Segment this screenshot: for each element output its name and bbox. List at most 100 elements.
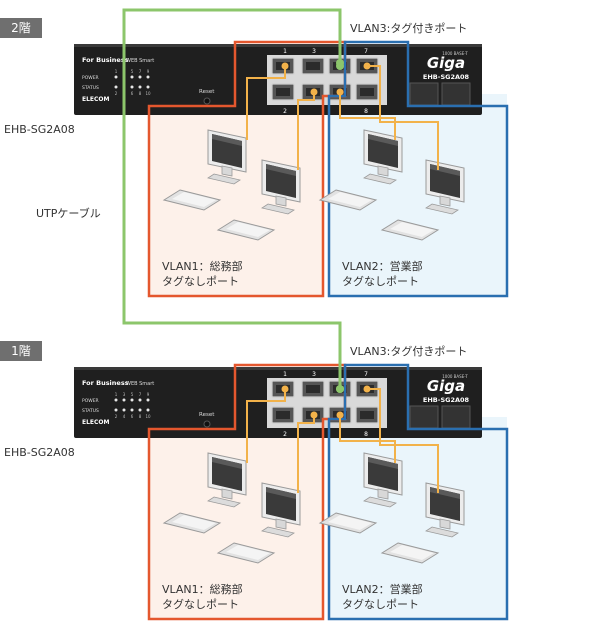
port-number: 7 [364,48,368,55]
reset-button[interactable] [203,420,211,428]
led-dot [122,408,126,412]
utp-label-bg [34,204,116,220]
cable [297,92,315,170]
led-number-top: 3 [123,392,126,397]
led-number-bottom: 6 [131,91,134,96]
uplink-plug-bottom [336,385,344,393]
led-number-bottom: 8 [139,414,142,419]
port-number: 1 [283,371,287,378]
led-number-bottom: 10 [145,414,151,419]
sfp-slot [441,405,471,429]
port-number: 3 [312,48,316,55]
switch-model-label: EHB-SG2A08 [4,123,75,136]
led-number-bottom: 6 [131,414,134,419]
switch-model-face: EHB-SG2A08 [423,396,470,404]
switch-web-tag: WEB Smart [126,381,154,387]
led-dot [146,85,150,89]
switch-model-label: EHB-SG2A08 [4,446,75,459]
cable-plug [363,385,371,393]
led-dot [114,75,118,79]
port-number: 2 [283,431,287,438]
cable [246,66,286,140]
led-number-bottom: 2 [115,414,118,419]
port-number: 7 [364,371,368,378]
ethernet-port[interactable] [301,380,325,398]
led-number-top: 9 [147,69,150,74]
cable [367,388,439,493]
vlan3-label: VLAN3:タグ付きポート [350,344,467,358]
led-dot [146,408,150,412]
floor-badge [0,341,42,361]
port-number: 1 [283,48,287,55]
floor-badge [0,18,42,38]
port-number: 8 [364,431,368,438]
led-dot [146,75,150,79]
cable [339,415,396,463]
vlan2-outline [327,40,509,298]
giga-subtitle: 1000 BASE-T [442,374,468,379]
vlan2-zone [329,94,507,296]
led-dot [130,85,134,89]
switch-web-tag: WEB Smart [126,58,154,64]
led-number-bottom: 4 [123,414,126,419]
led-dot [138,75,142,79]
reset-label: Reset [199,412,215,418]
power-label: POWER [82,75,99,81]
led-dot [122,398,126,402]
ethernet-port[interactable] [301,57,325,75]
led-number-top: 1 [115,392,118,397]
vlan1-outline [147,40,347,298]
giga-subtitle: 1000 BASE-T [442,51,468,56]
switch-model-face: EHB-SG2A08 [423,73,470,81]
uplink-plug-top [336,59,344,67]
vlan2-label: VLAN2：営業部 [342,582,423,596]
led-number-top: 7 [139,69,142,74]
led-dot [138,398,142,402]
cable [297,415,315,493]
elecom-logo: ELECOM [82,96,110,103]
led-number-top: 1 [115,69,118,74]
switch-brand-tag: For Business [82,379,129,387]
cable-plug [363,62,371,70]
giga-logo: Giga [427,54,465,72]
led-dot [138,85,142,89]
vlan2-outline [327,363,509,621]
cable [246,389,286,463]
ethernet-port[interactable] [271,406,295,424]
cable-plug [310,88,318,96]
led-dot [114,85,118,89]
reset-button[interactable] [203,97,211,105]
cable-plug [310,411,318,419]
vlan1-label: VLAN1：総務部 [162,259,243,273]
sfp-slot [409,405,439,429]
switch-brand-tag: For Business [82,56,129,64]
vlan2-sub-label: タグなしポート [342,597,419,611]
elecom-logo: ELECOM [82,419,110,426]
cable-plug [281,62,289,70]
ethernet-port[interactable] [355,406,379,424]
ethernet-port[interactable] [271,83,295,101]
status-label: STATUS [82,85,99,91]
giga-logo: Giga [427,377,465,395]
led-number-top: 7 [139,392,142,397]
cable [339,92,396,140]
led-number-bottom: 2 [115,91,118,96]
led-number-bottom: 10 [145,91,151,96]
power-label: POWER [82,398,99,404]
cable-plug [336,88,344,96]
vlan1-label: VLAN1：総務部 [162,582,243,596]
ethernet-port[interactable] [355,83,379,101]
utp-label: UTPケーブル [36,206,101,220]
switch-top-edge [74,44,482,47]
vlan1-outline [147,363,347,621]
floor-badge-label: 1階 [11,343,31,358]
cable [367,65,439,170]
led-dot [138,408,142,412]
utp-uplink-cable [122,8,342,389]
led-dot [114,398,118,402]
vlan1-sub-label: タグなしポート [162,274,239,288]
reset-label: Reset [199,89,215,95]
vlan2-sub-label: タグなしポート [342,274,419,288]
